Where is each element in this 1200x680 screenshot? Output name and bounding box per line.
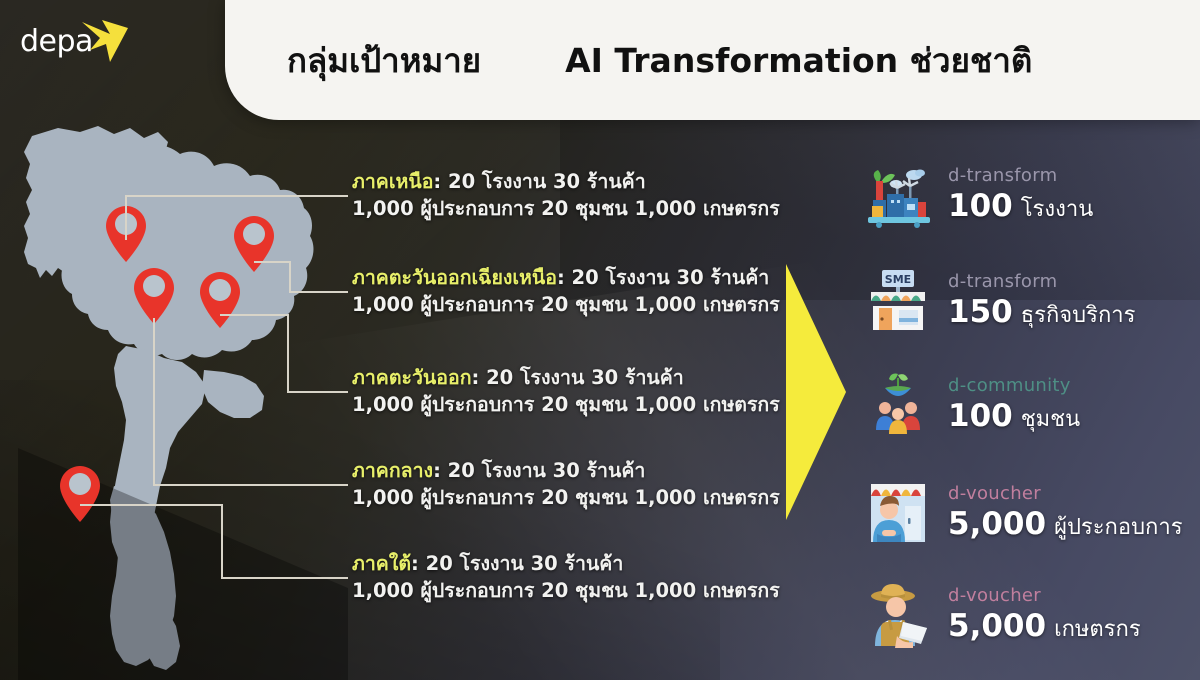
region-line-2: 1,000 ผู้ประกอบการ 20 ชุมชน 1,000 เกษตรก… [352, 579, 780, 602]
target-item-factory[interactable]: d-transform 100 โรงงาน [862, 152, 1192, 238]
region-line-1: ภาคตะวันออกเฉียงเหนือ: 20 โรงงาน 30 ร้าน… [352, 266, 770, 289]
target-unit: โรงงาน [1020, 196, 1094, 222]
region-block-south: ภาคใต้: 20 โรงงาน 30 ร้านค้า 1,000 ผู้ปร… [352, 550, 780, 604]
page-title: กลุ่มเป้าหมาย [287, 40, 482, 80]
target-item-community[interactable]: d-community 100 ชุมชน [862, 362, 1192, 448]
region-line-2: 1,000 ผู้ประกอบการ 20 ชุมชน 1,000 เกษตรก… [352, 393, 780, 416]
target-item-sme[interactable]: SME d-transform 150 [862, 258, 1192, 344]
target-value: 5,000 [948, 607, 1047, 644]
target-item-farmer[interactable]: d-voucher 5,000 เกษตรกร [862, 572, 1192, 658]
depa-wordmark: depa [20, 24, 93, 59]
program-tag: d-transform [948, 164, 1058, 186]
title-panel: กลุ่มเป้าหมาย AI Transformation ช่วยชาติ [225, 0, 1200, 120]
region-block-northeast: ภาคตะวันออกเฉียงเหนือ: 20 โรงงาน 30 ร้าน… [352, 264, 780, 318]
region-line-2: 1,000 ผู้ประกอบการ 20 ชุมชน 1,000 เกษตรก… [352, 486, 780, 509]
map-pin-east[interactable] [200, 272, 240, 328]
region-line-1: ภาคใต้: 20 โรงงาน 30 ร้านค้า [352, 552, 624, 575]
program-tag: d-transform [948, 270, 1058, 292]
map-pins [60, 206, 274, 522]
region-block-east: ภาคตะวันออก: 20 โรงงาน 30 ร้านค้า 1,000 … [352, 364, 780, 418]
factory-eco-icon [862, 159, 934, 231]
target-value: 150 [948, 293, 1013, 330]
program-tag: d-community [948, 374, 1071, 396]
community-icon [862, 369, 934, 441]
target-texts: d-community 100 ชุมชน [948, 375, 1080, 436]
target-value: 100 [948, 397, 1013, 434]
depa-logo: depa [18, 16, 138, 68]
yellow-arrow-icon [786, 264, 846, 520]
target-item-merchant[interactable]: d-voucher 5,000 ผู้ประกอบการ [862, 470, 1192, 556]
target-texts: d-transform 100 โรงงาน [948, 165, 1093, 226]
thailand-map [18, 118, 348, 680]
region-line-2: 1,000 ผู้ประกอบการ 20 ชุมชน 1,000 เกษตรก… [352, 293, 780, 316]
target-value: 5,000 [948, 505, 1047, 542]
svg-text:SME: SME [885, 273, 911, 286]
map-pin-south[interactable] [60, 466, 100, 522]
program-tag: d-voucher [948, 584, 1041, 606]
depa-swoosh-icon [82, 20, 128, 62]
target-unit: ชุมชน [1020, 406, 1081, 432]
region-line-2: 1,000 ผู้ประกอบการ 20 ชุมชน 1,000 เกษตรก… [352, 197, 780, 220]
region-line-1: ภาคกลาง: 20 โรงงาน 30 ร้านค้า [352, 459, 646, 482]
region-line-1: ภาคตะวันออก: 20 โรงงาน 30 ร้านค้า [352, 366, 684, 389]
region-line-1: ภาคเหนือ: 20 โรงงาน 30 ร้านค้า [352, 170, 646, 193]
target-texts: d-transform 150 ธุรกิจบริการ [948, 271, 1135, 332]
region-block-north: ภาคเหนือ: 20 โรงงาน 30 ร้านค้า 1,000 ผู้… [352, 168, 780, 222]
map-pin-central[interactable] [134, 268, 174, 324]
merchant-shop-icon [862, 477, 934, 549]
target-unit: ธุรกิจบริการ [1020, 302, 1136, 328]
target-value: 100 [948, 187, 1013, 224]
target-unit: เกษตรกร [1054, 616, 1141, 642]
target-texts: d-voucher 5,000 เกษตรกร [948, 585, 1141, 646]
target-texts: d-voucher 5,000 ผู้ประกอบการ [948, 483, 1183, 544]
sme-shop-icon: SME [862, 265, 934, 337]
map-pin-northeast[interactable] [234, 216, 274, 272]
map-pin-north[interactable] [106, 206, 146, 262]
page-subtitle: AI Transformation ช่วยชาติ [565, 40, 1033, 80]
program-tag: d-voucher [948, 482, 1041, 504]
target-unit: ผู้ประกอบการ [1054, 514, 1183, 540]
region-block-central: ภาคกลาง: 20 โรงงาน 30 ร้านค้า 1,000 ผู้ป… [352, 457, 780, 511]
farmer-icon [862, 579, 934, 651]
